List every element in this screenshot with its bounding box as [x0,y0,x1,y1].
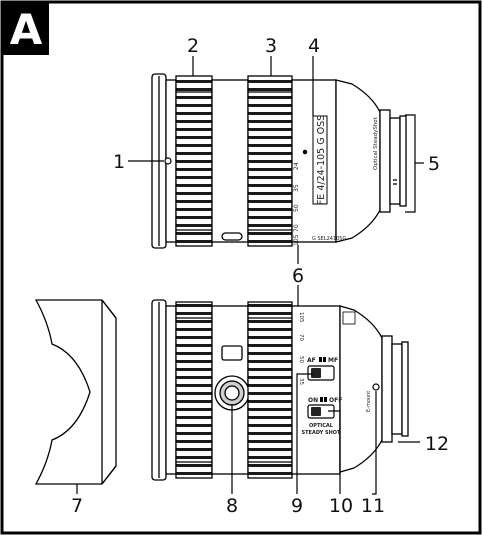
svg-text:105: 105 [298,312,304,323]
svg-text:OPTICAL: OPTICAL [309,423,334,429]
top-model-code: G SEL24105G [312,236,346,242]
zoom-scale-bottom: 105 70 50 35 [298,312,304,385]
callout-5: 5 [428,153,440,175]
lens-mount-plate [379,109,391,213]
svg-text:AF: AF [307,357,316,364]
mount-mark [342,311,356,325]
callout-numbers: 1 2 3 4 5 6 7 8 9 10 11 12 [71,35,449,517]
callout-1: 1 [113,151,125,173]
callout-9: 9 [291,495,303,517]
top-lens [151,73,407,249]
svg-text:24: 24 [293,162,300,170]
leader-9 [296,373,313,494]
zoom-ring [175,75,213,247]
svg-text:35: 35 [293,184,300,192]
mount-index-dot [372,383,380,391]
svg-text:50: 50 [293,204,300,212]
callout-10: 10 [329,495,353,517]
focus-ring-bottom [247,301,293,479]
barrel-slot [221,232,243,241]
callout-12: 12 [425,433,449,455]
svg-text:FE 4/24-105 G OSS: FE 4/24-105 G OSS [316,115,327,205]
svg-text:MF: MF [328,357,338,364]
callout-7: 7 [71,495,83,517]
callout-8: 8 [226,495,238,517]
figure-badge-letter: A [10,5,43,54]
zoom-scale-top: 24 35 50 70 105 [293,162,300,246]
oss-switch: ON OFF OPTICAL STEADY SHOT [302,397,342,436]
bottom-lens [151,299,409,481]
focus-ring [247,75,293,247]
svg-text:50: 50 [298,356,304,363]
callout-6: 6 [292,265,304,287]
mount-index-text: E-mount [366,391,372,412]
callout-3: 3 [265,35,277,57]
svg-text:STEADY SHOT: STEADY SHOT [302,430,341,436]
svg-text:70: 70 [298,334,304,341]
svg-text:105: 105 [293,234,300,246]
callout-11: 11 [361,495,385,517]
svg-text:OFF: OFF [329,397,342,404]
mount-text: Optical SteadyShot [373,116,379,170]
lens-name-label: FE 4/24-105 G OSS [312,115,328,205]
zoom-ring-bottom [175,301,213,479]
callout-2: 2 [187,35,199,57]
hood-index-dot [164,157,172,165]
leader-11 [372,391,377,495]
lens-hood [34,299,117,485]
focus-mode-switch: AF MF [307,357,338,381]
figure-badge [3,3,49,55]
barrel-window [221,345,243,361]
barrel-middle [211,79,249,243]
svg-text:ON: ON [308,397,318,404]
callout-4: 4 [308,35,320,57]
svg-text:70: 70 [293,224,300,232]
svg-text:35: 35 [298,378,304,385]
leader-10 [328,410,341,494]
